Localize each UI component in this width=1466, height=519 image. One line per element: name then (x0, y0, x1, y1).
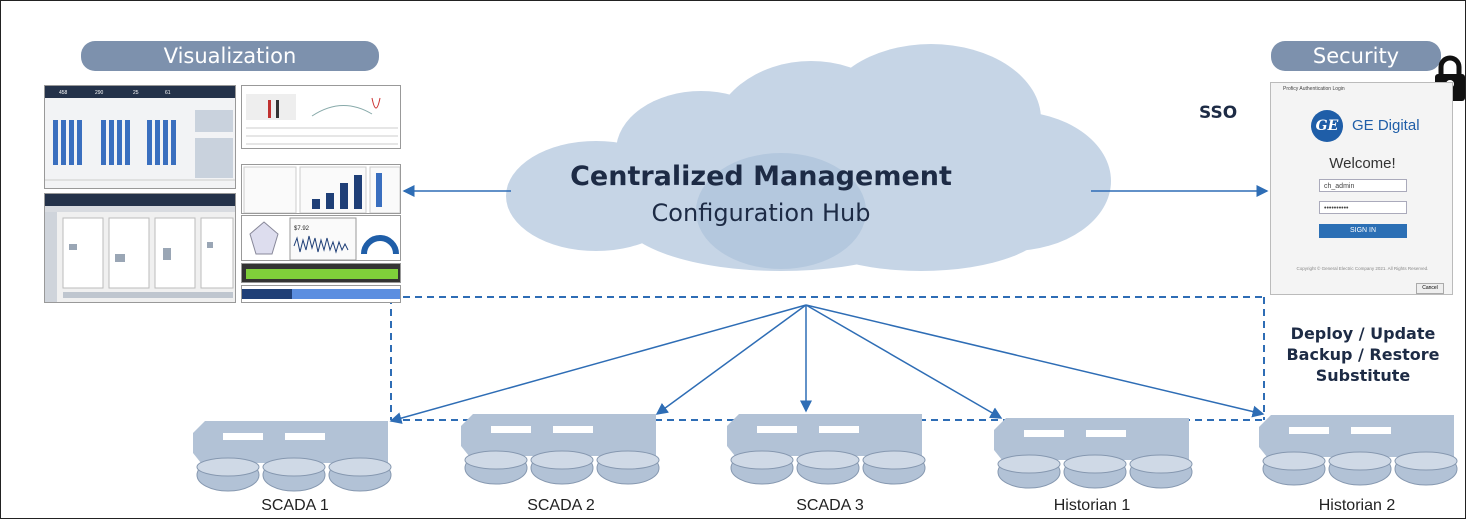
ge-logo-icon: GE (1311, 110, 1343, 142)
sso-label: SSO (1199, 103, 1238, 123)
dashboard-screenshot-5: $7.92 (241, 215, 401, 261)
dashboard-screenshot-7 (241, 285, 401, 303)
node-label-scada-1: SCADA 1 (261, 497, 329, 514)
visualization-pill: Visualization (81, 41, 379, 71)
server-scada-3 (726, 413, 926, 485)
server-scada-1 (192, 420, 392, 492)
password-field[interactable]: •••••••••• (1319, 201, 1407, 214)
ops-line-3: Substitute (1315, 366, 1411, 385)
login-brand: GE Digital (1352, 117, 1420, 134)
hub-subtitle: Configuration Hub (651, 199, 871, 227)
server-historian-1 (993, 417, 1193, 489)
login-copyright: Copyright © General Electric Company 202… (1296, 266, 1429, 271)
dashboard-screenshot-2 (44, 193, 236, 303)
node-label-historian-2: Historian 2 (1318, 497, 1396, 514)
server-historian-2 (1258, 414, 1458, 486)
operations-text: Deploy / Update Backup / Restore Substit… (1273, 323, 1453, 386)
svg-text:290: 290 (95, 90, 104, 96)
cancel-button[interactable]: Cancel (1416, 283, 1444, 294)
svg-text:61: 61 (165, 90, 171, 96)
sign-in-button[interactable]: SIGN IN (1319, 224, 1407, 238)
username-field[interactable]: ch_admin (1319, 179, 1407, 192)
dashboard-screenshot-6 (241, 263, 401, 283)
svg-text:25: 25 (133, 90, 139, 96)
login-panel: Proficy Authentication Login GE GE Digit… (1270, 82, 1453, 295)
dashboard-screenshot-1: 458 290 25 61 (44, 85, 236, 189)
ops-line-1: Deploy / Update (1290, 324, 1436, 343)
dashboard-screenshot-3 (241, 85, 401, 149)
hub-title: Centralized Management (570, 161, 952, 192)
svg-text:458: 458 (59, 90, 68, 96)
server-scada-2 (460, 413, 660, 485)
dashboard-screenshot-4 (241, 164, 401, 214)
security-pill: Security (1271, 41, 1441, 71)
node-label-scada-3: SCADA 3 (796, 497, 864, 514)
ops-line-2: Backup / Restore (1286, 345, 1440, 364)
node-label-scada-2: SCADA 2 (527, 497, 595, 514)
svg-text:$7.92: $7.92 (294, 226, 310, 232)
login-window-title: Proficy Authentication Login (1283, 86, 1345, 92)
node-label-historian-1: Historian 1 (1053, 497, 1131, 514)
login-welcome: Welcome! (1329, 155, 1396, 172)
